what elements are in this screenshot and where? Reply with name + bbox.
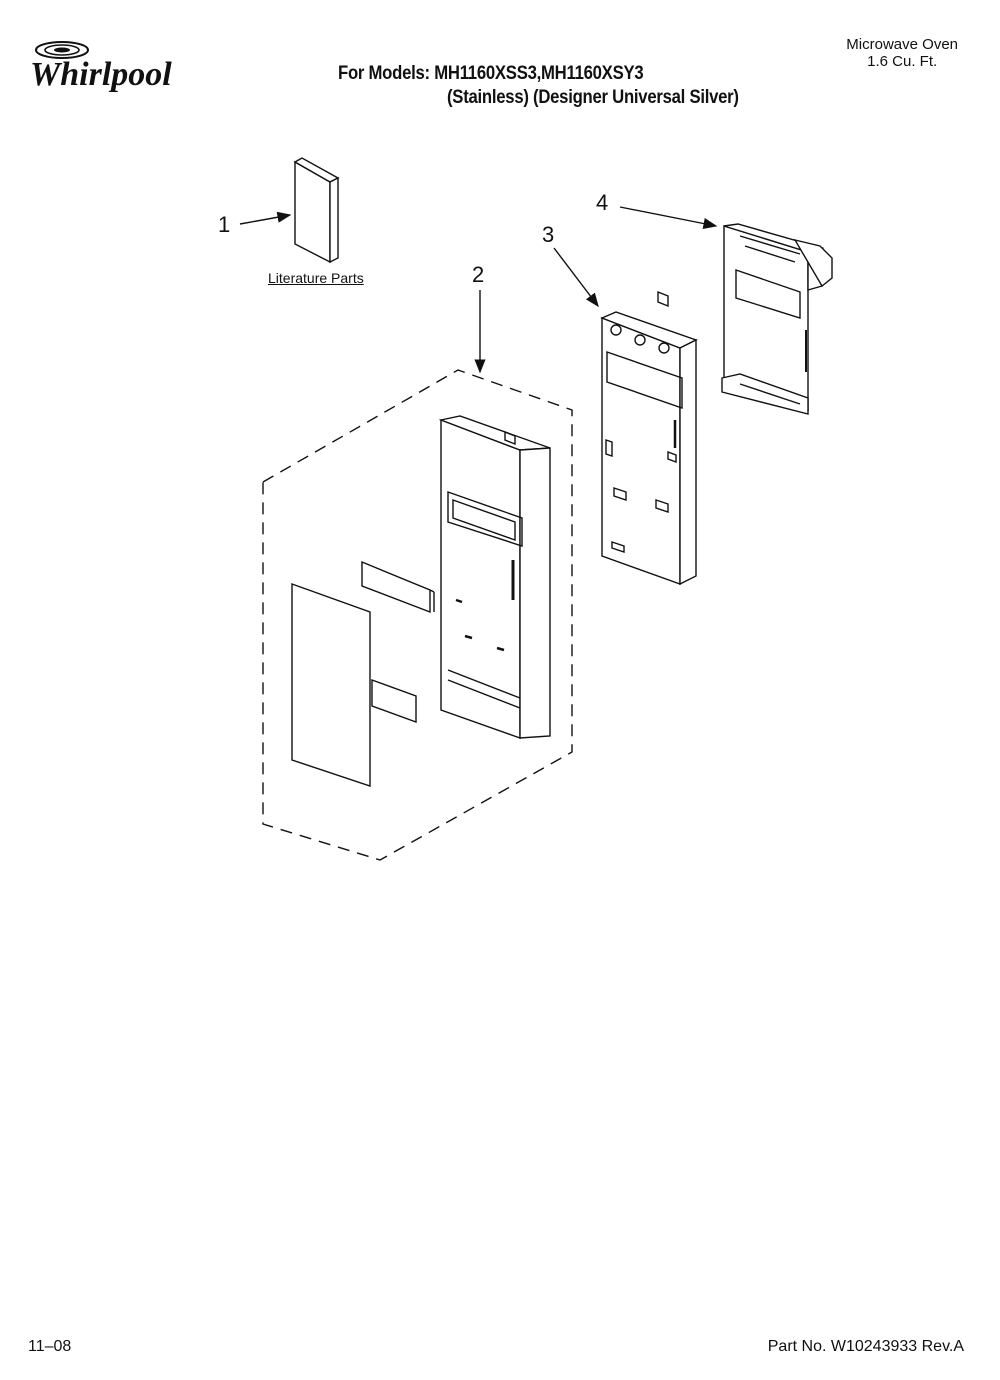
control-bracket-part	[600, 290, 698, 586]
callout-4: 4	[596, 190, 608, 215]
product-description: Microwave Oven 1.6 Cu. Ft.	[846, 36, 958, 70]
date-code: 11–08	[28, 1338, 72, 1355]
display-window-part	[361, 560, 435, 614]
panel-label-part	[371, 679, 417, 723]
whirlpool-logo: Whirlpool	[30, 41, 172, 93]
callout-3: 3	[542, 222, 554, 247]
keypad-membrane-part	[291, 583, 371, 787]
literature-book-part	[293, 157, 340, 264]
product-capacity: 1.6 Cu. Ft.	[867, 53, 938, 70]
callout-2: 2	[472, 262, 484, 287]
control-panel-kit-outline	[262, 369, 573, 861]
logo-wordmark: Whirlpool	[30, 56, 172, 93]
models-title: For Models: MH1160XSS3,MH1160XSY3	[338, 63, 644, 84]
product-type: Microwave Oven	[846, 36, 958, 53]
part-number: Part No. W10243933 Rev.A	[767, 1338, 964, 1355]
callout-1: 1	[218, 212, 230, 237]
literature-parts-label: Literature Parts	[268, 270, 364, 286]
control-panel-frame-part	[438, 415, 551, 739]
control-board-part	[721, 223, 833, 415]
variants-subtitle: (Stainless) (Designer Universal Silver)	[447, 87, 739, 108]
whirlpool-swirl-icon	[35, 41, 89, 59]
